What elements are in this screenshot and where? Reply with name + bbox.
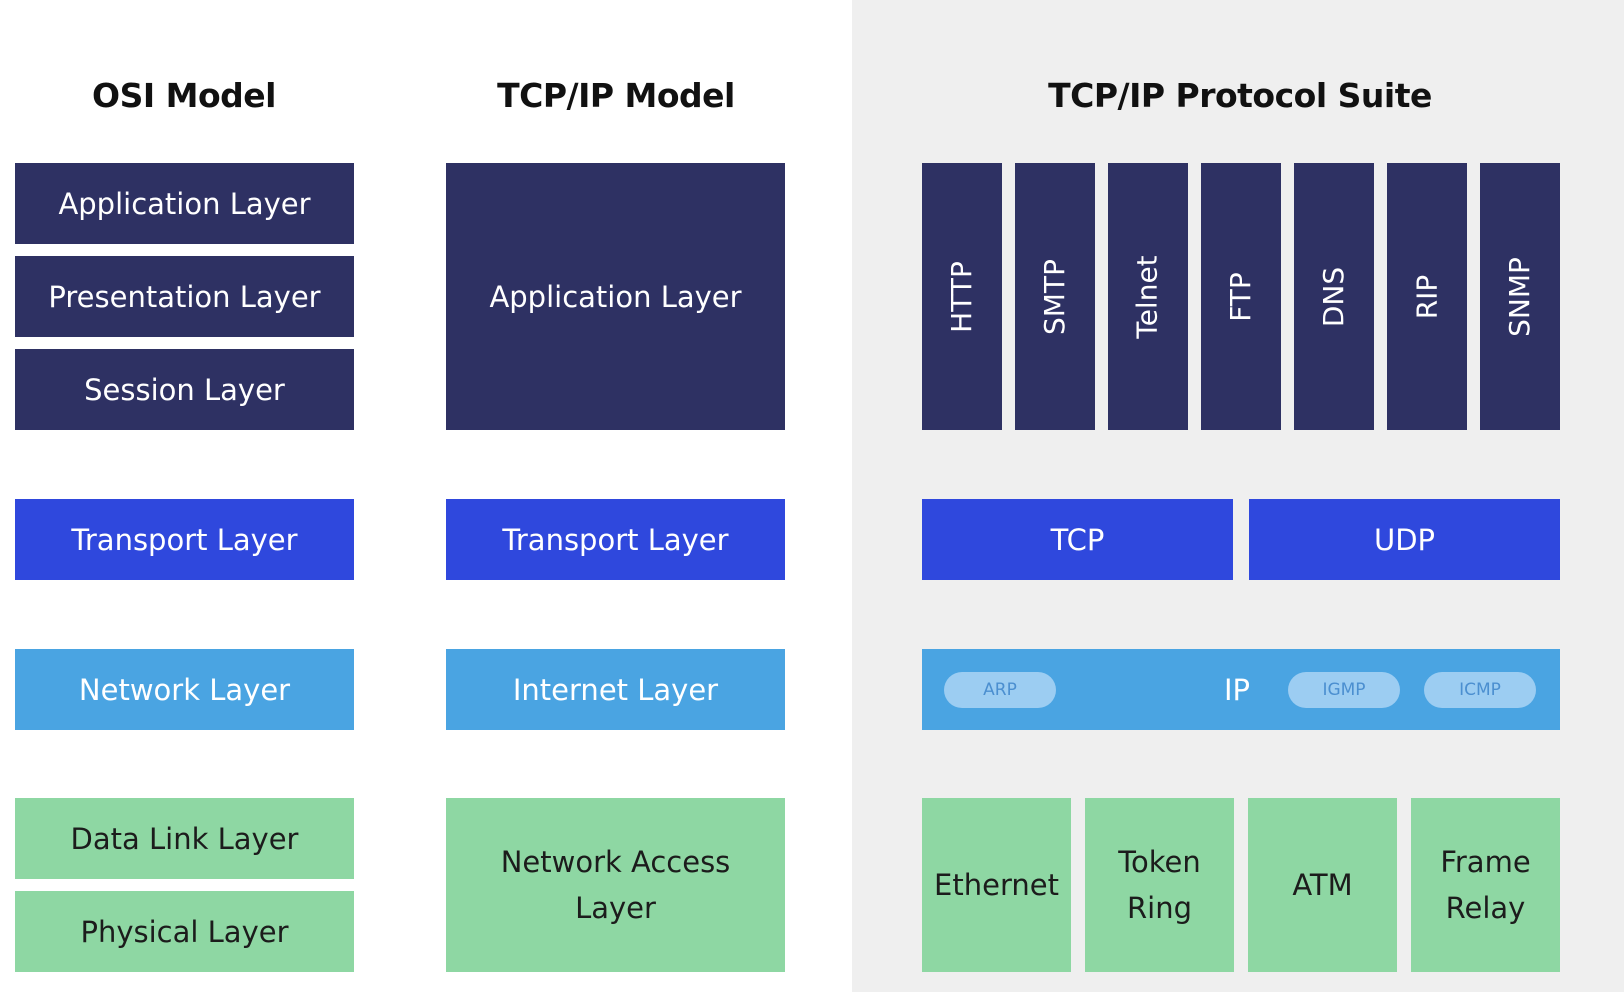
protocol-ethernet: Ethernet: [922, 798, 1071, 972]
tcpip-internet-layer: Internet Layer: [446, 649, 785, 730]
protocol-tcp: TCP: [922, 499, 1233, 580]
protocol-label: FTP: [1223, 271, 1257, 322]
protocol-http: HTTP: [922, 163, 1002, 430]
tcpip-transport-layer: Transport Layer: [446, 499, 785, 580]
tcpip-model-heading: TCP/IP Model: [497, 76, 735, 115]
protocol-arp-pill: ARP: [944, 672, 1056, 708]
osi-presentation-layer: Presentation Layer: [15, 256, 354, 337]
tcpip-network-access-layer: Network Access Layer: [446, 798, 785, 972]
protocol-suite-heading: TCP/IP Protocol Suite: [1048, 76, 1432, 115]
protocol-udp: UDP: [1249, 499, 1560, 580]
protocol-label: HTTP: [945, 260, 978, 333]
osi-model-heading: OSI Model: [92, 76, 276, 115]
protocol-label: RIP: [1409, 274, 1443, 319]
protocol-icmp-pill: ICMP: [1424, 672, 1536, 708]
protocol-igmp-pill: IGMP: [1288, 672, 1400, 708]
osi-session-layer: Session Layer: [15, 349, 354, 430]
protocol-frame-relay: Frame Relay: [1411, 798, 1560, 972]
protocol-atm: ATM: [1248, 798, 1397, 972]
protocol-label: Telnet: [1131, 254, 1164, 339]
protocol-telnet: Telnet: [1108, 163, 1188, 430]
protocol-ftp: FTP: [1201, 163, 1281, 430]
tcpip-application-layer: Application Layer: [446, 163, 785, 430]
protocol-dns: DNS: [1294, 163, 1374, 430]
osi-transport-layer: Transport Layer: [15, 499, 354, 580]
osi-application-layer: Application Layer: [15, 163, 354, 244]
protocol-snmp: SNMP: [1480, 163, 1560, 430]
protocol-smtp: SMTP: [1015, 163, 1095, 430]
protocol-rip: RIP: [1387, 163, 1467, 430]
osi-data-link-layer: Data Link Layer: [15, 798, 354, 879]
protocol-label: SMTP: [1037, 258, 1071, 335]
protocol-label: DNS: [1317, 266, 1350, 327]
osi-physical-layer: Physical Layer: [15, 891, 354, 972]
protocol-token-ring: Token Ring: [1085, 798, 1234, 972]
protocol-label: SNMP: [1502, 256, 1536, 337]
osi-network-layer: Network Layer: [15, 649, 354, 730]
protocol-ip: IP: [1224, 673, 1251, 707]
